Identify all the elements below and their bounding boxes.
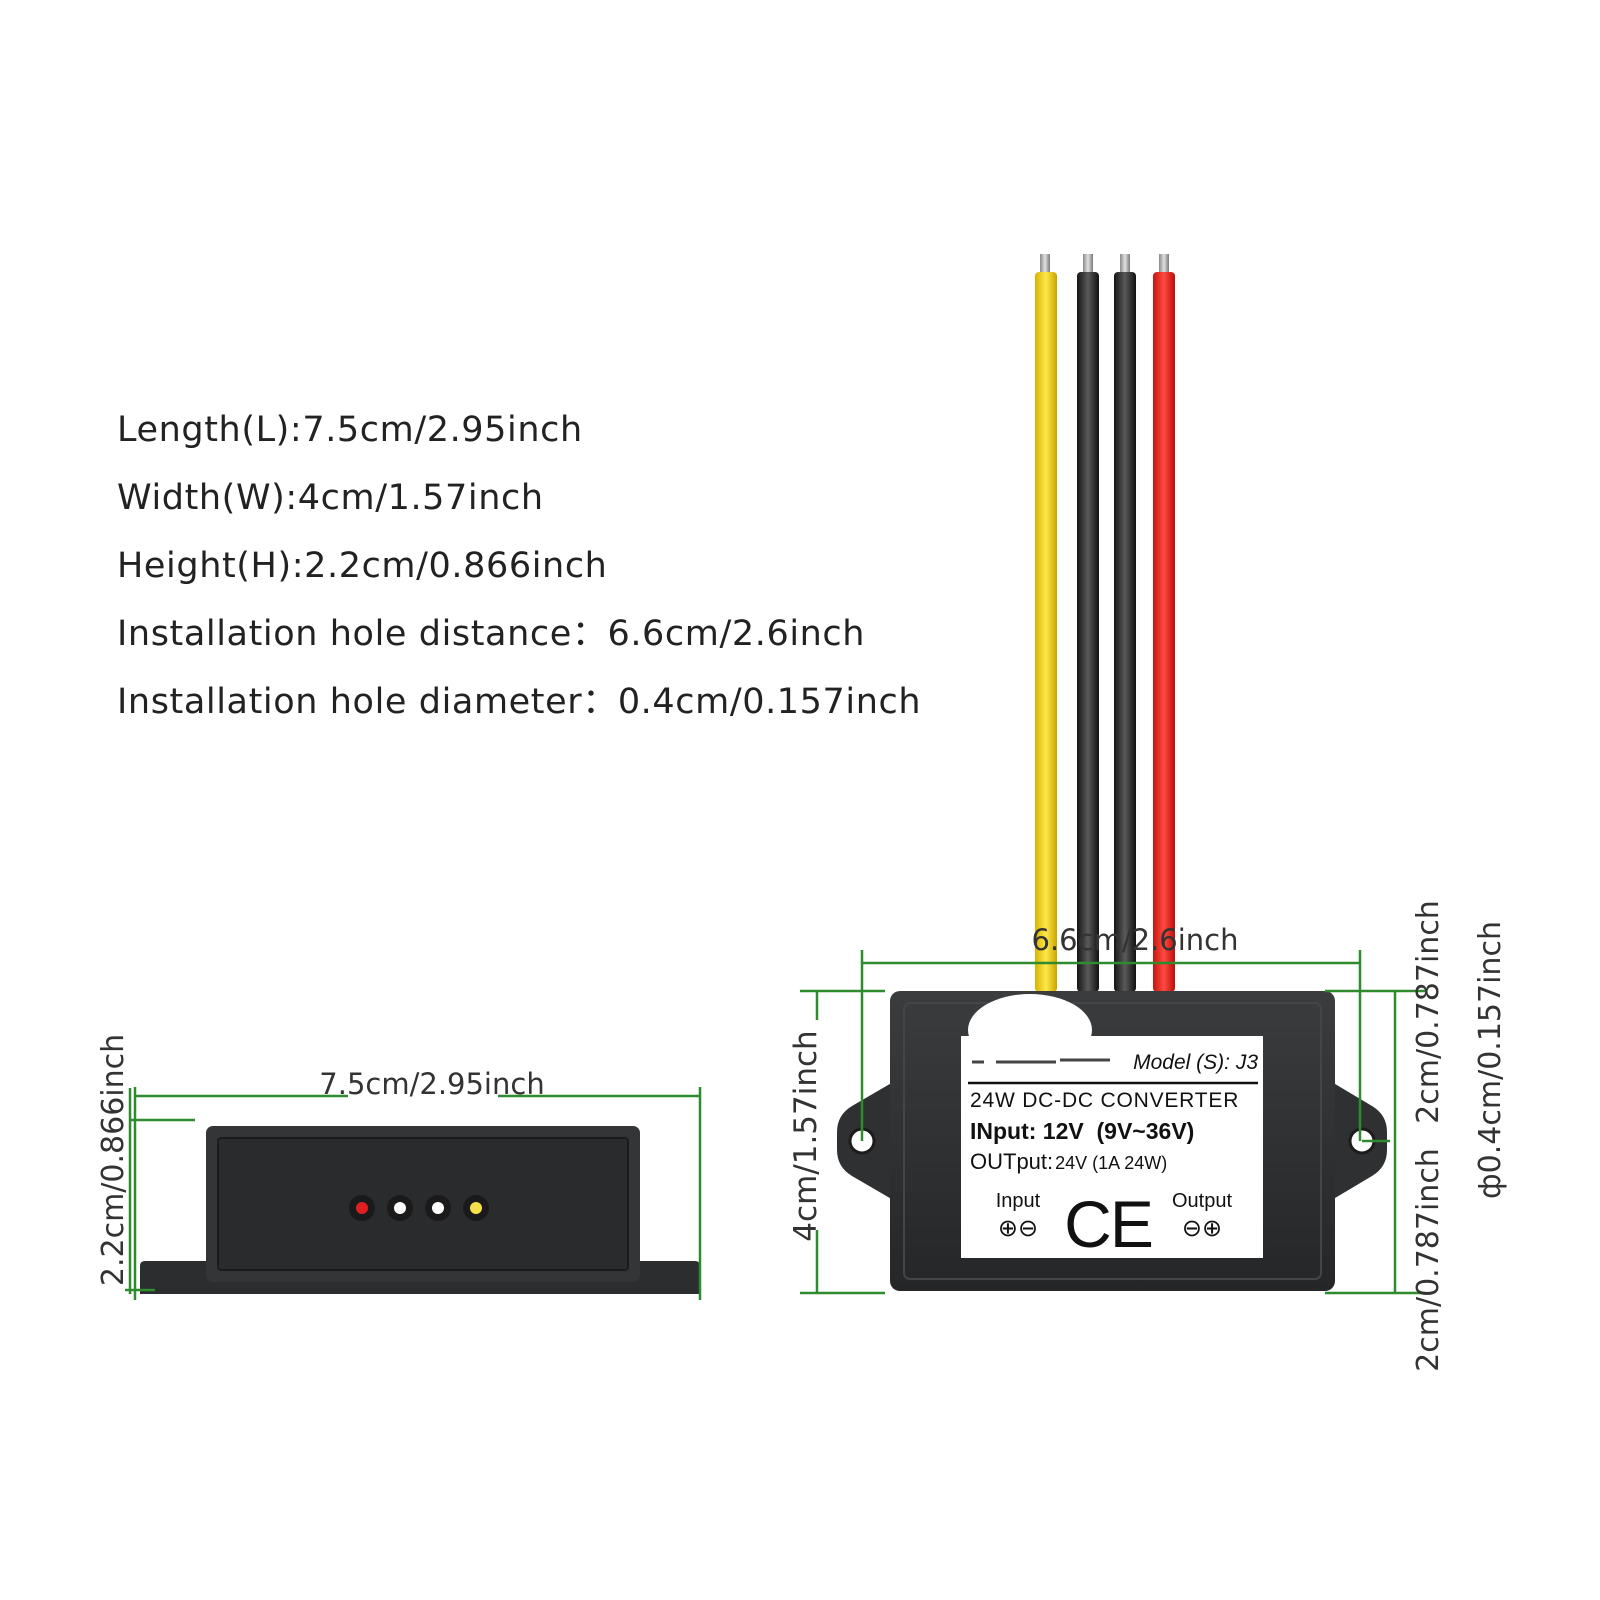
led-red-dot xyxy=(356,1202,368,1214)
top-view: Model (S): J3 24W DC-DC CONVERTER INput:… xyxy=(788,254,1508,1372)
label-output-text: Output xyxy=(1172,1190,1232,1212)
width-dimension xyxy=(800,989,885,1295)
spec-width: Width(W):4cm/1.57inch xyxy=(117,478,544,518)
product-label xyxy=(961,1036,1263,1258)
hole-distance-dimension xyxy=(860,950,1362,1141)
wire-tip-red xyxy=(1159,254,1169,274)
top-view-inner-edge xyxy=(903,1002,1322,1280)
label-input-line: INput: 12V (9V~36V) xyxy=(970,1118,1194,1144)
led-white-1-dot xyxy=(394,1202,406,1214)
height-dimension-label: 2.2cm/0.866inch xyxy=(96,1034,131,1286)
spec-hole-distance: Installation hole distance：6.6cm/2.6inch xyxy=(117,614,866,654)
label-whiteout xyxy=(968,994,1092,1066)
wire-black-1 xyxy=(1077,272,1099,992)
wire-black-2 xyxy=(1114,272,1136,992)
label-title: 24W DC-DC CONVERTER xyxy=(970,1089,1239,1112)
half-width-top-label: 2cm/0.787inch xyxy=(1411,900,1446,1124)
length-label-bg xyxy=(348,1070,498,1110)
front-view: 7.5cm/2.95inch 2.2cm/0.866inch xyxy=(96,1034,702,1300)
wire-tip-yellow xyxy=(1040,254,1050,274)
hole-distance-label: 6.6cm/2.6inch xyxy=(1032,923,1239,957)
length-dimension-label: 7.5cm/2.95inch xyxy=(319,1067,544,1101)
wire-tip-black-2 xyxy=(1120,254,1130,274)
label-output-polarity: ⊖⊕ xyxy=(1182,1215,1222,1242)
led-white-2-dot xyxy=(432,1202,444,1214)
led-indicators xyxy=(349,1195,489,1221)
height-dimension xyxy=(125,1088,195,1294)
label-model: Model (S): J3 xyxy=(1133,1051,1258,1074)
specification-list: Length(L):7.5cm/2.95inch Width(W):4cm/1.… xyxy=(117,408,921,748)
led-yellow-dot xyxy=(470,1202,482,1214)
label-output-prefix: OUTput: xyxy=(970,1149,1053,1174)
label-input-text: Input xyxy=(996,1190,1041,1212)
spec-hole-diameter: Installation hole diameter：0.4cm/0.157in… xyxy=(117,682,922,722)
front-view-face xyxy=(217,1137,629,1271)
label-output-value: 24V (1A 24W) xyxy=(1055,1153,1167,1173)
spec-height: Height(H):2.2cm/0.866inch xyxy=(117,546,608,586)
label-redaction-marks xyxy=(972,1058,1110,1064)
half-width-dimensions xyxy=(1325,989,1425,1295)
width-dimension-label: 4cm/1.57inch xyxy=(788,1030,824,1241)
wire-bundle xyxy=(1035,254,1175,992)
spec-length: Length(L):7.5cm/2.95inch xyxy=(117,410,583,450)
label-ce-mark: CE xyxy=(1064,1187,1152,1261)
wire-tip-black-1 xyxy=(1083,254,1093,274)
label-output-line: OUTput:24V (1A 24W) xyxy=(970,1149,1167,1174)
wire-red xyxy=(1153,272,1175,992)
label-input-polarity: ⊕⊖ xyxy=(998,1215,1038,1242)
hole-diameter-label: ф0.4cm/0.157inch xyxy=(1473,921,1508,1199)
half-width-bottom-label: 2cm/0.787inch xyxy=(1411,1148,1446,1372)
wire-yellow xyxy=(1035,272,1057,992)
